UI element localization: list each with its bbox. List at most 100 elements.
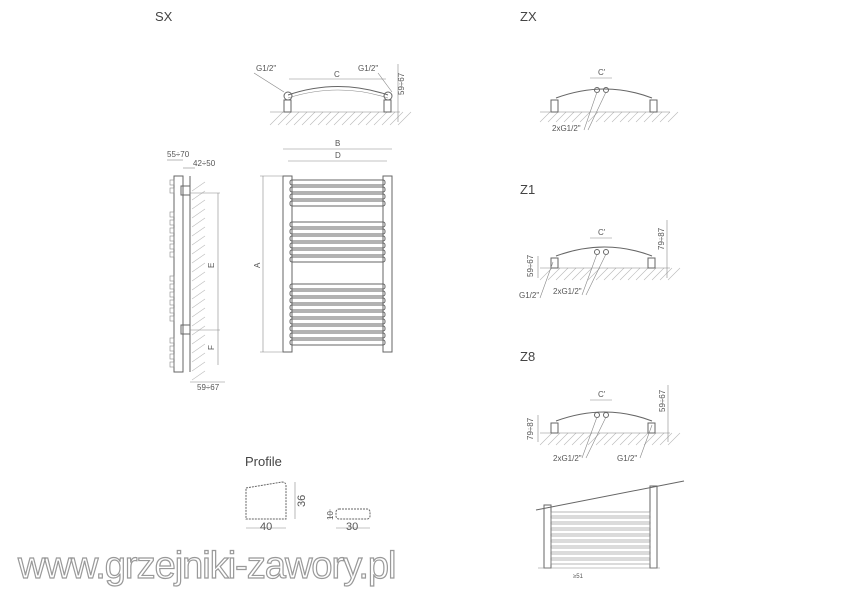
hatch-line — [619, 432, 633, 446]
hatch-line — [191, 190, 206, 201]
hatch-line — [571, 267, 585, 281]
towel-bar-end — [169, 235, 175, 242]
hatch-line — [191, 226, 206, 237]
towel-bar-end — [169, 337, 175, 344]
towel-bar — [289, 304, 386, 311]
hatch-line — [603, 432, 617, 446]
towel-bar — [289, 193, 386, 200]
towel-bar — [550, 517, 651, 523]
hatch-line — [635, 111, 647, 123]
towel-bar-end — [169, 315, 175, 322]
hatch-line — [595, 111, 607, 123]
hatch-line — [635, 432, 649, 446]
z1-label-right-h: 79÷87 — [657, 227, 666, 250]
hatch-line — [191, 352, 206, 363]
label-a: A — [253, 262, 262, 268]
towel-bar — [550, 535, 651, 541]
towel-bar-end — [169, 361, 175, 368]
label-c: C — [334, 70, 340, 79]
hatch-line — [191, 361, 206, 372]
towel-bar — [289, 256, 386, 263]
hatch-line — [191, 244, 206, 255]
hatch-line — [333, 111, 348, 126]
label-e: E — [207, 263, 216, 268]
hatch-line — [643, 432, 657, 446]
hatch-line — [651, 267, 665, 281]
towel-bar — [289, 228, 386, 235]
z1-top-view: C' 59÷67 79÷87 G1/2" 2xG1/2" — [519, 220, 670, 300]
hatch-line — [191, 289, 206, 300]
hatch-line — [619, 111, 631, 123]
hatch-line — [191, 334, 206, 345]
hatch-line — [285, 111, 300, 126]
towel-bar-end — [169, 219, 175, 226]
profile-h1: 36 — [296, 495, 308, 507]
label-g-right: G1/2" — [358, 64, 378, 73]
towel-bar — [289, 339, 386, 346]
watermark: www.grzejniki-zawory.pl — [17, 545, 396, 587]
hatch-line — [397, 111, 412, 126]
hatch-line — [595, 432, 609, 446]
hatch-line — [603, 111, 615, 123]
hatch-line — [357, 111, 372, 126]
hatch-line — [317, 111, 332, 126]
hatch-line — [191, 343, 206, 354]
hatch-line — [301, 111, 316, 126]
towel-bar — [289, 221, 386, 228]
hatch-line — [293, 111, 308, 126]
profile-h2: 10 — [326, 511, 335, 520]
hatch-line — [191, 271, 206, 282]
hatch-line — [191, 298, 206, 309]
hatch-line — [587, 111, 599, 123]
label-g-left: G1/2" — [256, 64, 276, 73]
hatch-line — [191, 208, 206, 219]
label-wall: 42÷50 — [193, 159, 216, 168]
hatch-line — [269, 111, 284, 126]
hatch-line — [635, 267, 649, 281]
z1-label-g: G1/2" — [519, 291, 539, 300]
hatch-line — [547, 432, 561, 446]
hatch-line — [659, 267, 673, 281]
hatch-line — [667, 267, 681, 281]
hatch-line — [643, 267, 657, 281]
hatch-line — [571, 432, 585, 446]
towel-bar — [289, 242, 386, 249]
hatch-line — [603, 267, 617, 281]
hatch-line — [539, 111, 551, 123]
hatch-line — [191, 325, 206, 336]
hatch-line — [191, 262, 206, 273]
hatch-line — [659, 432, 673, 446]
hatch-line — [611, 432, 625, 446]
hatch-line — [651, 432, 665, 446]
towel-bar-end — [169, 243, 175, 250]
towel-bar — [289, 179, 386, 186]
towel-bar — [289, 283, 386, 290]
hatch-line — [309, 111, 324, 126]
title-zx: ZX — [520, 9, 537, 24]
profile-w2: 30 — [346, 521, 358, 533]
perspective-gap: ≥51 — [573, 574, 584, 580]
hatch-line — [563, 111, 575, 123]
towel-bar-end — [169, 227, 175, 234]
sx-front-view: B D A — [253, 139, 393, 353]
towel-bar-end — [169, 251, 175, 258]
towel-bar — [289, 186, 386, 193]
hatch-line — [381, 111, 396, 126]
hatch-line — [579, 432, 593, 446]
towel-bar — [289, 235, 386, 242]
hatch-line — [659, 111, 671, 123]
hatch-line — [191, 307, 206, 318]
label-f: F — [207, 345, 216, 350]
hatch-line — [555, 111, 567, 123]
towel-bar-end — [169, 299, 175, 306]
title-z1: Z1 — [520, 182, 535, 197]
hatch-line — [389, 111, 404, 126]
hatch-line — [277, 111, 292, 126]
hatch-line — [547, 111, 559, 123]
towel-bar-end — [169, 307, 175, 314]
hatch-line — [191, 280, 206, 291]
title-profile: Profile — [245, 454, 282, 469]
hatch-line — [627, 111, 639, 123]
z8-top-view: C' 79÷87 59÷67 2xG1/2" G1/2" — [526, 385, 670, 463]
